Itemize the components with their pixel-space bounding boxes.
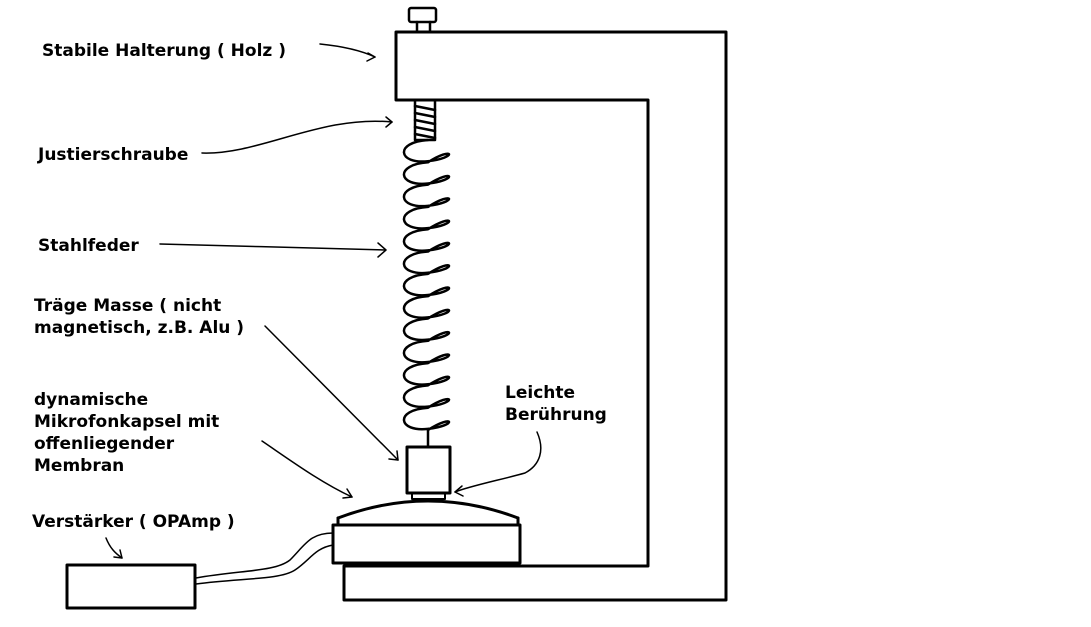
label-capsule-line-1: dynamische xyxy=(34,390,149,410)
label-capsule: dynamische Mikrofonkapsel mit offenliege… xyxy=(34,389,219,477)
contact-pad xyxy=(411,492,446,500)
label-capsule-line-3: offenliegender xyxy=(34,434,175,454)
wooden-frame xyxy=(342,30,728,602)
label-capsule-line-2: Mikrofonkapsel mit xyxy=(34,412,220,432)
label-holder: Stabile Halterung ( Holz ) xyxy=(42,41,286,61)
adjustment-screw xyxy=(407,6,438,142)
label-mass: Träge Masse ( nicht magnetisch, z.B. Alu… xyxy=(34,295,244,339)
contact-arrow xyxy=(454,431,542,493)
label-capsule-line-4: Membran xyxy=(34,456,125,476)
microphone-capsule xyxy=(331,499,522,565)
capsule-arrow xyxy=(261,440,353,498)
label-contact-line-1: Leichte xyxy=(505,383,576,403)
label-amp: Verstärker ( OPAmp ) xyxy=(32,512,235,532)
amplifier-box xyxy=(65,563,197,610)
label-mass-line-2: magnetisch, z.B. Alu ) xyxy=(34,318,245,338)
steel-spring xyxy=(402,138,451,432)
spring-arrow xyxy=(159,243,386,251)
screw-arrow xyxy=(201,120,393,154)
inert-mass xyxy=(405,445,452,495)
label-screw: Justierschraube xyxy=(38,145,189,165)
label-mass-line-1: Träge Masse ( nicht xyxy=(34,296,222,316)
mass-arrow xyxy=(264,325,399,461)
annotation-arrows xyxy=(105,43,542,559)
signal-cable xyxy=(195,532,334,585)
amp-arrow xyxy=(105,537,123,559)
label-contact-line-2: Berührung xyxy=(505,405,607,425)
label-contact: Leichte Berührung xyxy=(505,382,607,426)
label-spring: Stahlfeder xyxy=(38,236,139,256)
holder-arrow xyxy=(319,43,376,58)
